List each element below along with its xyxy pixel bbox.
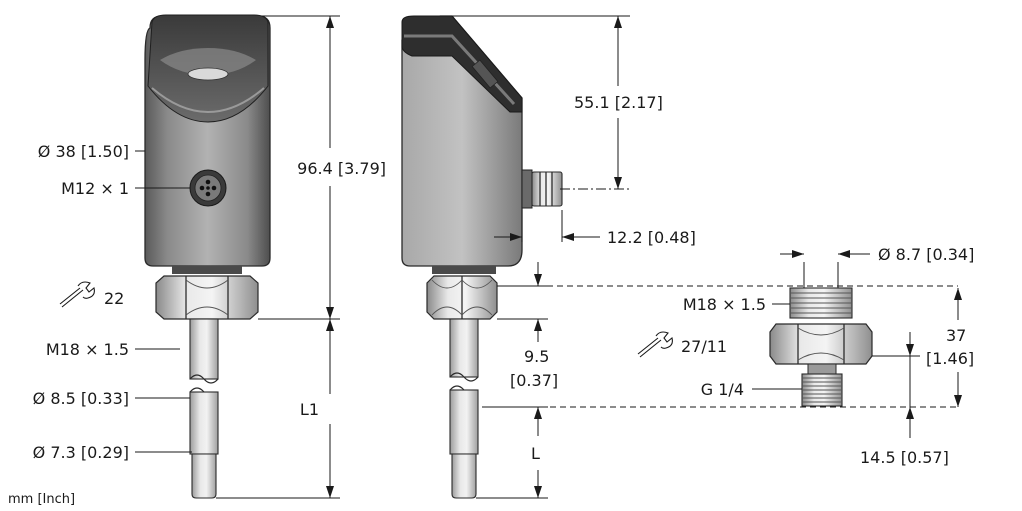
side-view-sensor bbox=[401, 15, 563, 499]
side-collar bbox=[432, 266, 496, 274]
front-dimensions bbox=[135, 15, 340, 499]
side-cap-button bbox=[471, 59, 499, 89]
label-probe-length-front: L1 bbox=[300, 400, 319, 419]
adapter-thread-lower bbox=[801, 373, 843, 407]
label-probe-length-side: L bbox=[531, 444, 540, 463]
label-adapter-port-thread: G 1/4 bbox=[701, 380, 744, 399]
wrench-icon bbox=[637, 331, 673, 358]
label-adapter-diameter: Ø 8.7 [0.34] bbox=[878, 245, 974, 264]
process-adapter bbox=[769, 287, 873, 407]
front-probe-middle bbox=[189, 391, 219, 455]
front-collar bbox=[172, 266, 242, 274]
side-display-cap bbox=[401, 15, 523, 113]
side-hex-nut bbox=[426, 275, 498, 320]
wrench-icon bbox=[59, 281, 95, 308]
side-connector bbox=[521, 169, 563, 209]
front-probe-tip bbox=[191, 453, 217, 499]
side-probe-middle bbox=[449, 389, 479, 455]
label-adapter-height-value: 37 bbox=[946, 326, 966, 345]
adapter-thread-upper bbox=[789, 287, 853, 319]
label-adapter-port-length: 14.5 [0.57] bbox=[860, 448, 949, 467]
front-probe-upper bbox=[189, 318, 219, 380]
side-dimensions bbox=[452, 15, 630, 499]
adapter-dimensions bbox=[752, 250, 962, 438]
label-units: mm [Inch] bbox=[8, 492, 75, 507]
adapter-hex bbox=[769, 323, 873, 365]
label-adapter-wrench-size: 27/11 bbox=[681, 337, 727, 356]
front-hex-nut bbox=[155, 275, 259, 320]
front-view-sensor bbox=[144, 14, 271, 499]
label-front-connector: M12 × 1 bbox=[61, 179, 129, 198]
label-front-diameter: Ø 38 [1.50] bbox=[38, 142, 129, 161]
front-cap-highlight bbox=[160, 48, 256, 75]
label-probe-diameter-lower: Ø 7.3 [0.29] bbox=[33, 443, 129, 462]
label-front-thread: M18 × 1.5 bbox=[46, 340, 129, 359]
m12-connector-icon bbox=[189, 169, 227, 207]
front-led-window bbox=[187, 67, 229, 81]
label-connector-offset: 12.2 [0.48] bbox=[607, 228, 696, 247]
side-probe-tip bbox=[451, 453, 477, 499]
label-head-height: 55.1 [2.17] bbox=[574, 93, 663, 112]
label-front-wrench-size: 22 bbox=[104, 289, 124, 308]
side-probe-upper bbox=[449, 318, 479, 378]
adapter-neck bbox=[807, 363, 837, 375]
label-adapter-height-inch: [1.46] bbox=[926, 349, 974, 368]
label-total-height: 96.4 [3.79] bbox=[297, 159, 386, 178]
label-thread-offset-inch: [0.37] bbox=[510, 371, 558, 390]
label-probe-diameter-upper: Ø 8.5 [0.33] bbox=[33, 389, 129, 408]
front-cap-ridge bbox=[151, 87, 265, 114]
label-thread-offset-value: 9.5 bbox=[524, 347, 549, 366]
label-adapter-thread: M18 × 1.5 bbox=[683, 295, 766, 314]
